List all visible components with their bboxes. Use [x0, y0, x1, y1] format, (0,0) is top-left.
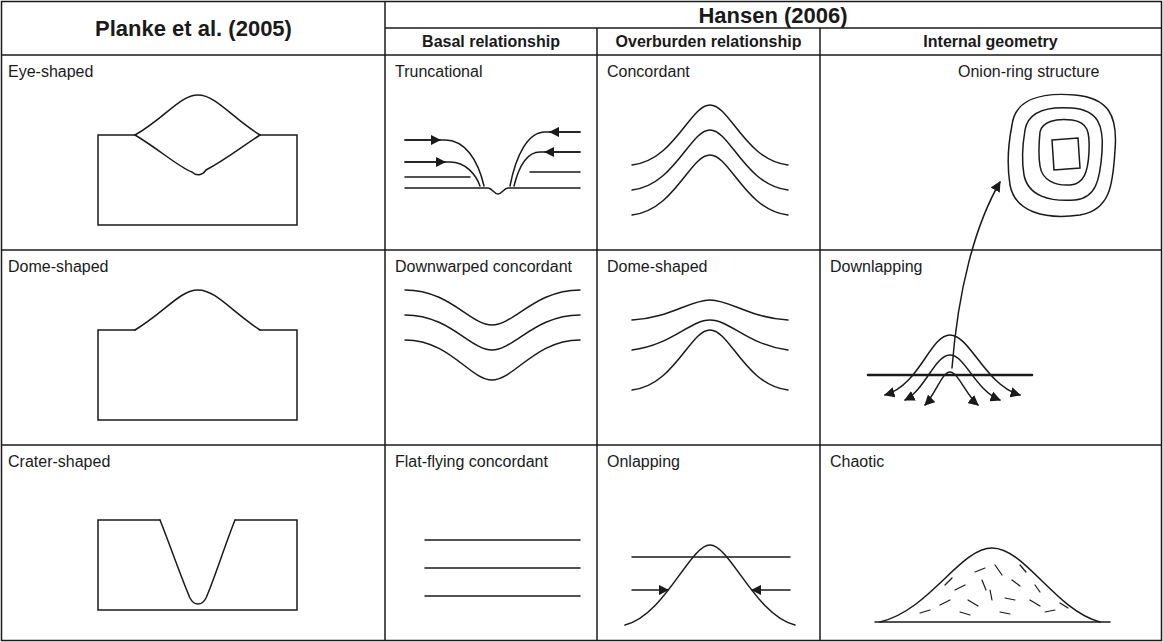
cell-label: Crater-shaped: [8, 452, 110, 471]
cell-label: Onion-ring structure: [958, 62, 1099, 81]
cell-label: Dome-shaped: [8, 257, 109, 276]
cell-label: Downlapping: [830, 257, 923, 276]
cell-label: Flat-flying concordant: [395, 452, 548, 471]
subheader: Overburden relationship: [616, 32, 802, 51]
cell-label: Chaotic: [830, 452, 884, 471]
column-header: Hansen (2006): [698, 3, 847, 29]
subheader: Basal relationship: [422, 32, 560, 51]
cell-label: Concordant: [607, 62, 690, 81]
column-header: Planke et al. (2005): [95, 16, 292, 42]
sketches: [98, 94, 1116, 625]
cell-label: Downwarped concordant: [395, 257, 572, 276]
subheader: Internal geometry: [923, 32, 1057, 51]
cell-label: Onlapping: [607, 452, 680, 471]
cell-label: Eye-shaped: [8, 62, 93, 81]
cell-label: Dome-shaped: [607, 257, 708, 276]
cell-label: Truncational: [395, 62, 482, 81]
